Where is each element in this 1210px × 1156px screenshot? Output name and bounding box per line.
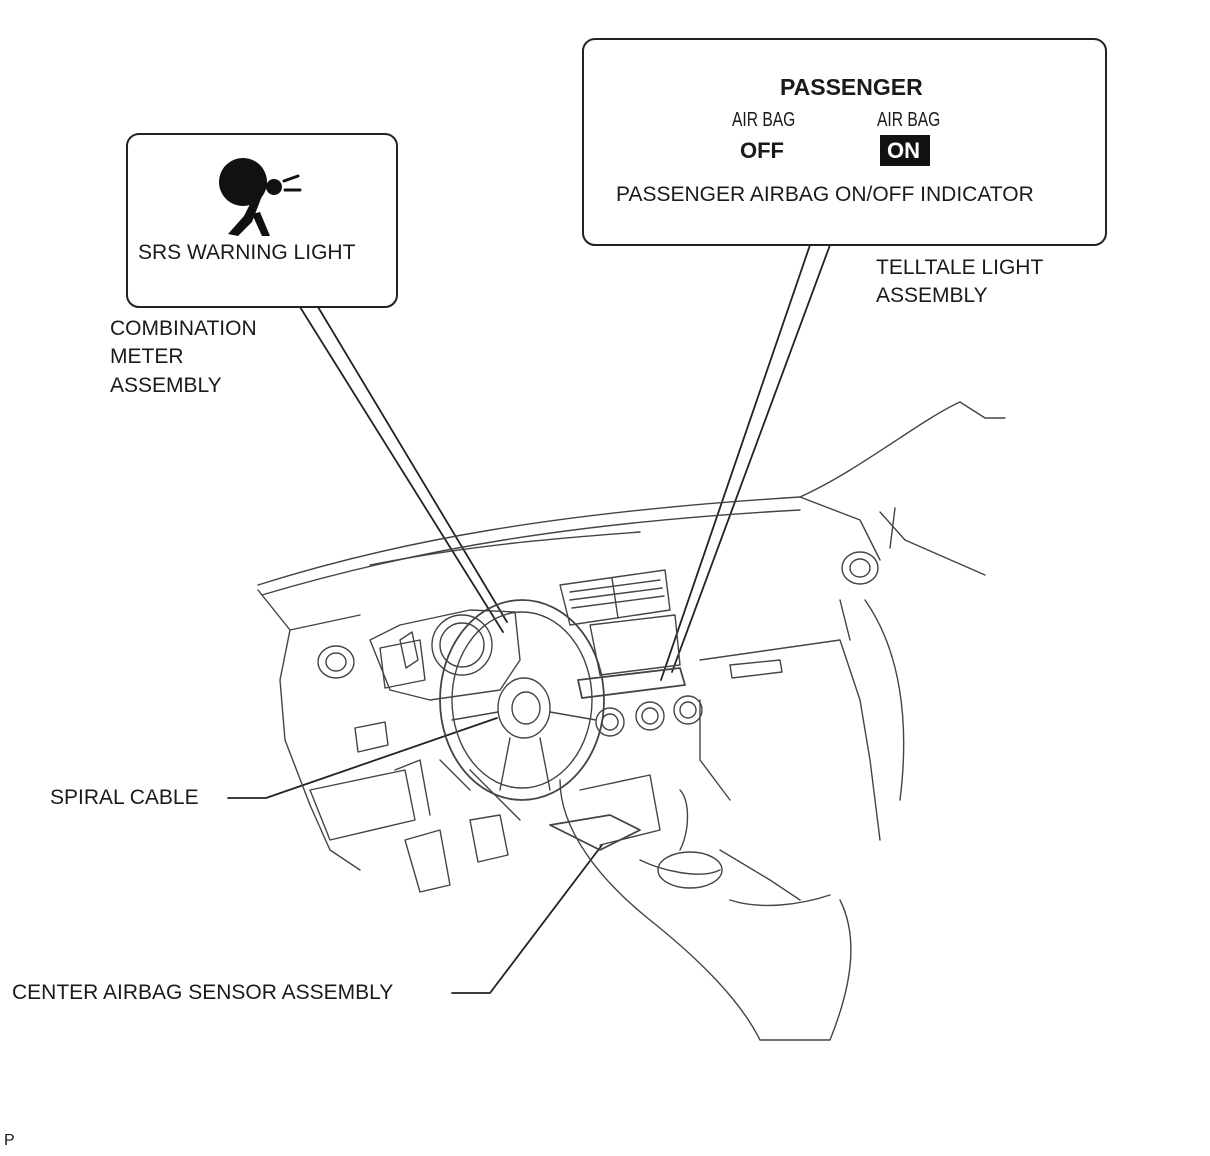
center-airbag-sensor-label: CENTER AIRBAG SENSOR ASSEMBLY [12,981,394,1004]
passenger-indicator-caption: PASSENGER AIRBAG ON/OFF INDICATOR [616,183,1034,206]
airbag-warning-icon [219,158,302,236]
on-state-badge [880,135,930,166]
callout-leaders [227,244,831,994]
srs-warning-light-label: SRS WARNING LIGHT [138,241,356,264]
dashboard-linework [257,401,1006,1041]
airbag-on-top: AIR BAG [877,109,941,131]
footer-code: P [4,1132,15,1149]
airbag-off-state: OFF [740,138,784,163]
passenger-callout-box [582,38,1107,246]
airbag-on-state: ON [887,138,920,163]
airbag-off-top: AIR BAG [732,109,796,131]
spiral-cable-label: SPIRAL CABLE [50,786,199,809]
passenger-title: PASSENGER [780,74,923,100]
